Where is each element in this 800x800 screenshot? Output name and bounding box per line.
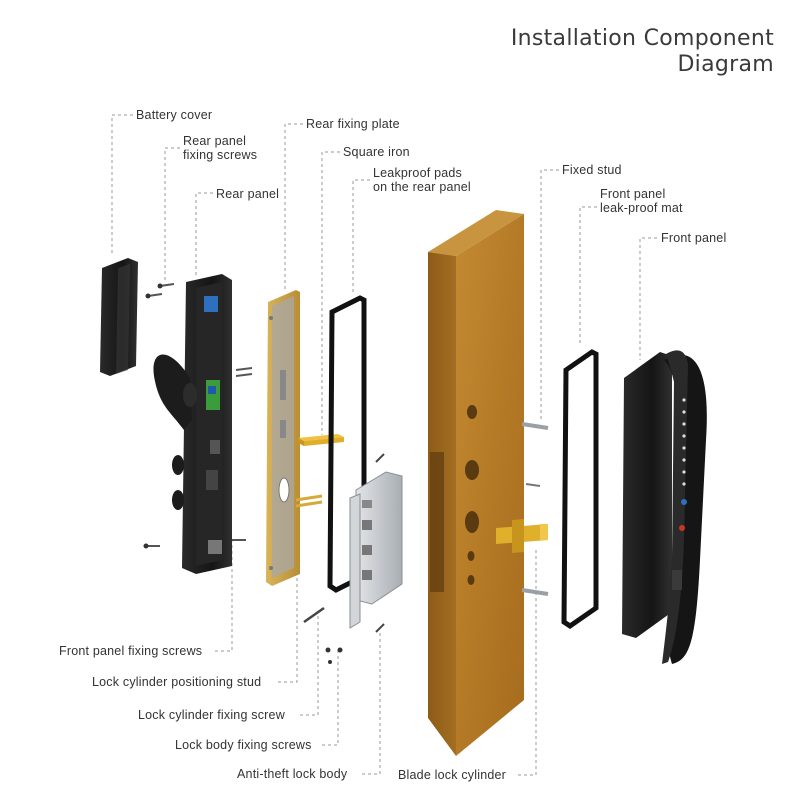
label-rear-panel: Rear panel xyxy=(216,187,280,201)
label-battery-cover: Battery cover xyxy=(136,108,213,122)
label-body-screws: Lock body fixing screws xyxy=(175,738,312,752)
label-lock-body: Anti-theft lock body xyxy=(237,767,348,781)
leader-rear-fixing-plate xyxy=(284,123,303,290)
leader-cylinder-screw xyxy=(300,615,319,716)
leader-leakproof-pads xyxy=(352,179,370,295)
label-fixed-stud: Fixed stud xyxy=(562,163,622,177)
label-blade-cylinder: Blade lock cylinder xyxy=(398,768,507,782)
leader-cylinder-stud xyxy=(278,505,298,683)
rear-fixing-plate-part xyxy=(266,290,300,586)
leader-front-mat xyxy=(579,206,597,345)
label-cylinder-stud: Lock cylinder positioning stud xyxy=(92,675,262,689)
leader-battery-cover xyxy=(111,114,133,255)
leader-lock-body xyxy=(362,630,381,775)
label-cylinder-screw: Lock cylinder fixing screw xyxy=(138,708,285,722)
front-mat-part xyxy=(561,349,599,630)
leader-lines xyxy=(111,114,657,776)
door-part xyxy=(428,210,524,756)
rear-panel-part xyxy=(143,274,253,574)
front-panel-part xyxy=(622,350,707,664)
square-iron-part xyxy=(298,434,344,446)
label-square-iron: Square iron xyxy=(343,145,410,159)
label-front-panel-screws: Front panel fixing screws xyxy=(59,644,203,658)
leader-body-screws xyxy=(322,650,339,746)
leader-fixed-stud xyxy=(540,169,559,420)
blade-cylinder-part xyxy=(496,519,548,553)
leader-rear-panel-screws xyxy=(164,147,180,283)
cylinder-stud-part xyxy=(295,494,323,508)
lock-body-part xyxy=(349,453,403,633)
leader-square-iron xyxy=(321,151,340,435)
battery-cover-part xyxy=(100,258,138,376)
title-line-1: Installation Component xyxy=(510,26,774,51)
label-rear-panel-screws: Rear panel fixing screws xyxy=(183,134,258,162)
leader-front-panel xyxy=(639,237,657,360)
leader-rear-panel xyxy=(195,192,213,275)
page-title: Installation Component Diagram xyxy=(511,26,774,78)
leader-blade-cylinder xyxy=(518,548,537,776)
label-rear-fixing-plate: Rear fixing plate xyxy=(306,117,400,131)
leader-front-panel-screws xyxy=(215,540,233,652)
label-front-panel: Front panel xyxy=(661,231,727,245)
label-leakproof-pads: Leakproof pads on the rear panel xyxy=(373,166,471,194)
small-screws-part xyxy=(303,606,343,664)
label-front-mat: Front panel leak-proof mat xyxy=(600,187,683,215)
title-line-2: Diagram xyxy=(677,52,774,77)
rear-panel-screws-part xyxy=(145,283,175,299)
fixed-stud-part xyxy=(521,422,549,596)
